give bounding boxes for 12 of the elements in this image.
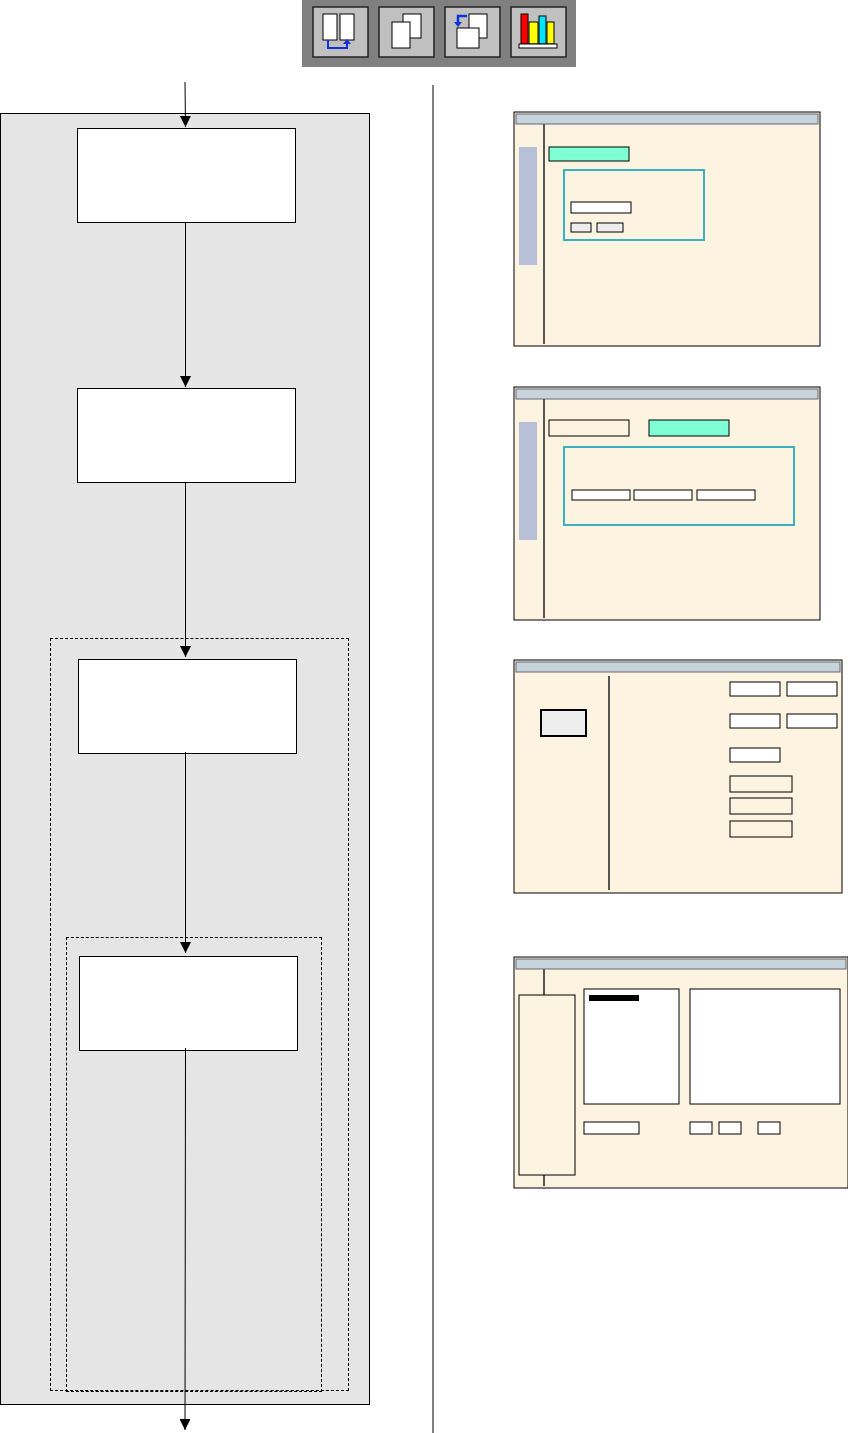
arrow <box>179 1047 191 1431</box>
arrow <box>180 221 191 388</box>
process-box <box>78 659 297 754</box>
dashed-region <box>66 937 322 1392</box>
process-box <box>79 956 298 1051</box>
dashed-region <box>50 638 349 1391</box>
arrow <box>179 81 191 128</box>
arrow <box>180 751 191 954</box>
arrow <box>180 481 191 658</box>
panel <box>0 113 370 1405</box>
process-box <box>77 388 296 483</box>
process-box <box>77 128 296 223</box>
